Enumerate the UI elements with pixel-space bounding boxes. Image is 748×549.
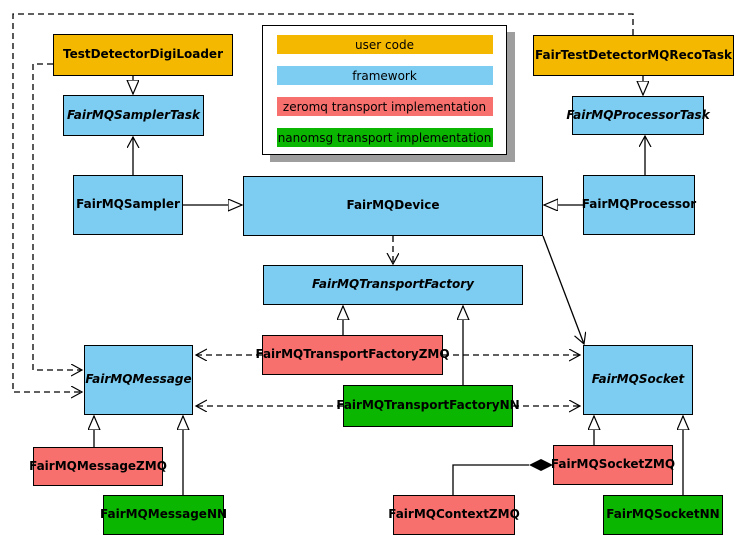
node-fairmq-device: FairMQDevice bbox=[243, 176, 543, 236]
association-edges bbox=[133, 136, 645, 344]
node-fairmq-message-zmq: FairMQMessageZMQ bbox=[29, 447, 167, 486]
node-fairmq-transport-factory-nn: FairMQTransportFactoryNN bbox=[336, 385, 520, 427]
legend-item-nanomsg: nanomsg transport implementation bbox=[276, 128, 493, 147]
node-fairmq-context-zmq: FairMQContextZMQ bbox=[388, 495, 520, 535]
legend-item-framework: framework bbox=[276, 66, 493, 85]
node-test-detector-digi-loader: TestDetectorDigiLoader bbox=[53, 34, 233, 76]
node-fairmq-message-nn: FairMQMessageNN bbox=[100, 495, 227, 535]
composition-diamond-icon bbox=[529, 459, 553, 471]
legend-item-zeromq: zeromq transport implementation bbox=[276, 97, 493, 116]
node-fairmq-message: FairMQMessage bbox=[84, 345, 193, 415]
node-fairmq-transport-factory: FairMQTransportFactory bbox=[263, 265, 523, 305]
node-fairmq-socket: FairMQSocket bbox=[583, 345, 693, 415]
node-fairmq-processor-task: FairMQProcessorTask bbox=[566, 96, 710, 135]
legend: user code framework zeromq transport imp… bbox=[262, 25, 507, 155]
node-fairmq-processor: FairMQProcessor bbox=[582, 175, 696, 235]
node-fairmq-socket-nn: FairMQSocketNN bbox=[603, 495, 723, 535]
legend-item-user-code: user code bbox=[276, 35, 493, 54]
composition-edge bbox=[452, 459, 553, 495]
node-fair-test-detector-mq-reco-task: FairTestDetectorMQRecoTask bbox=[533, 35, 734, 76]
node-fairmq-sampler-task: FairMQSamplerTask bbox=[63, 95, 204, 136]
dependency-edges bbox=[12, 13, 634, 406]
node-fairmq-transport-factory-zmq: FairMQTransportFactoryZMQ bbox=[255, 335, 450, 375]
node-fairmq-socket-zmq: FairMQSocketZMQ bbox=[551, 445, 675, 485]
inheritance-edges bbox=[94, 76, 683, 495]
node-fairmq-sampler: FairMQSampler bbox=[73, 175, 183, 235]
